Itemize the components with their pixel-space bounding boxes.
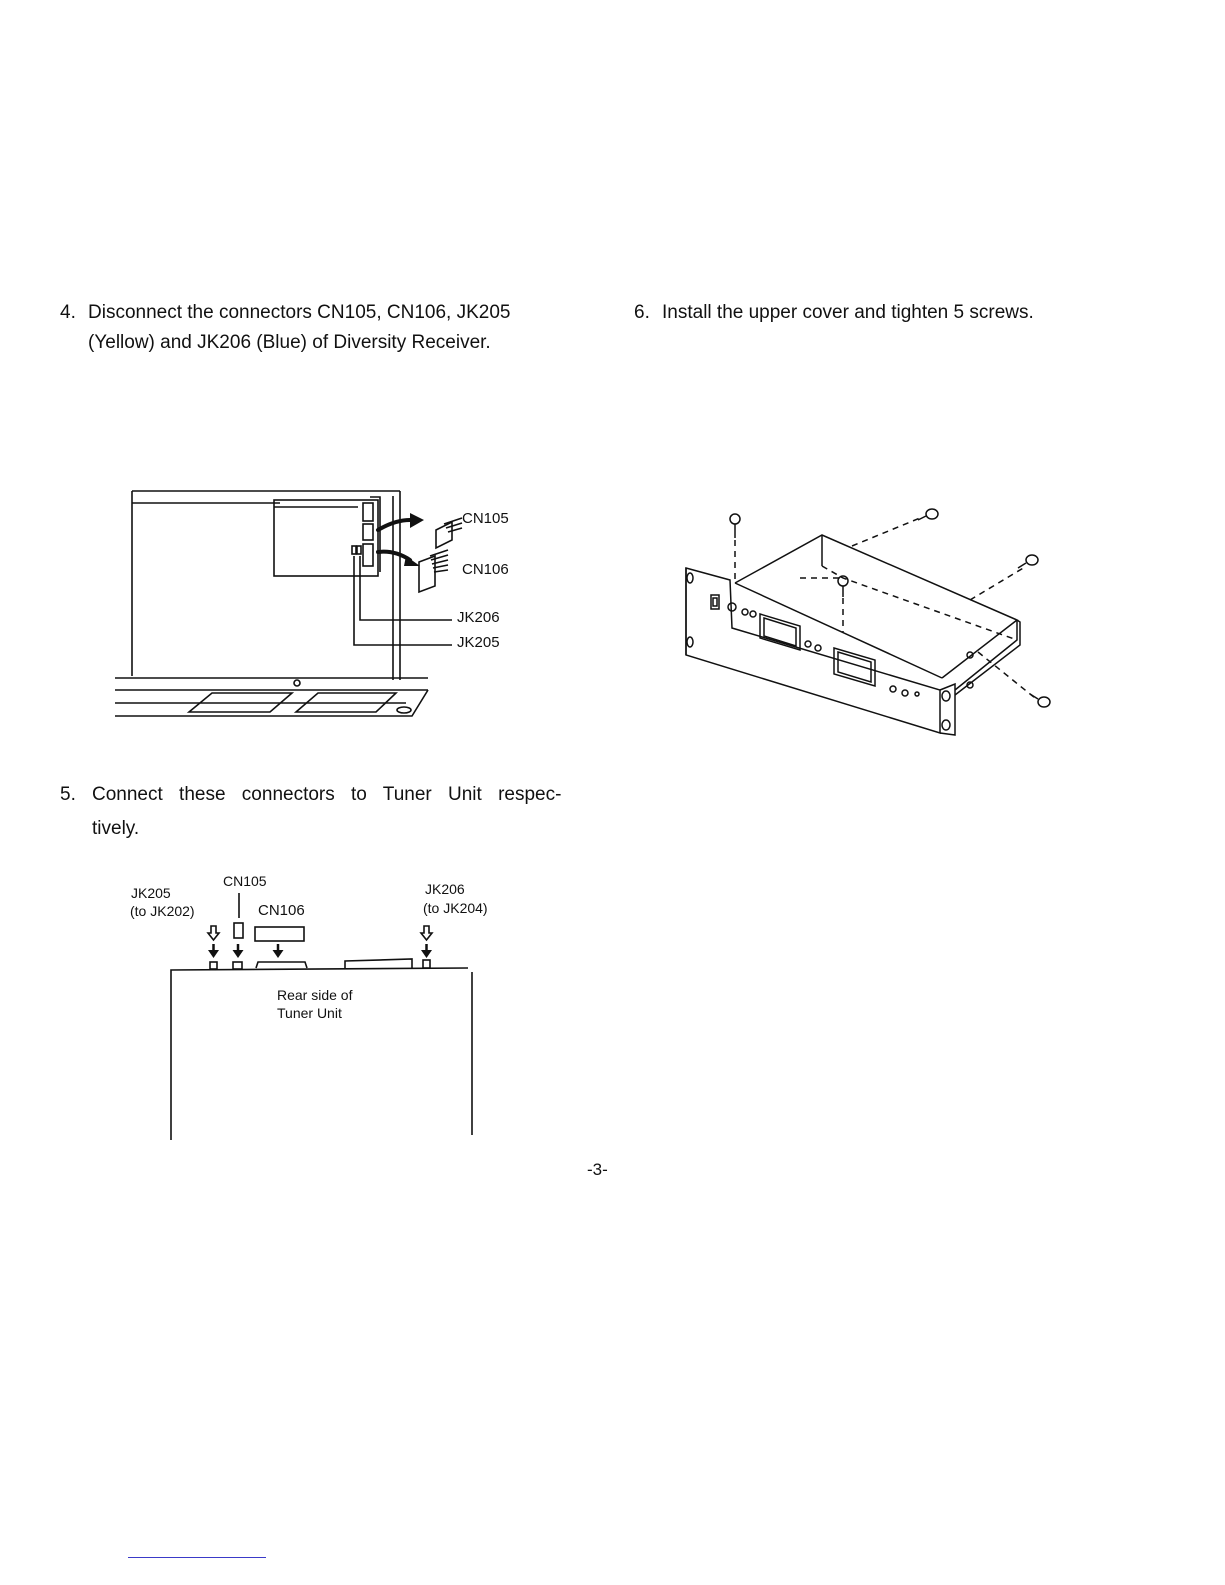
step-number: 4. <box>60 302 76 323</box>
label-jk205: JK205 <box>457 634 500 651</box>
label-cn106: CN106 <box>258 902 305 919</box>
step-6: 6. Install the upper cover and tighten 5… <box>634 299 1134 329</box>
step-text-line1: Disconnect the connectors CN105, CN106, … <box>88 302 511 323</box>
label-jk205-target: (to JK202) <box>130 903 195 919</box>
label-tuner-unit: Tuner Unit <box>277 1005 342 1021</box>
label-jk206-target: (to JK204) <box>423 900 488 916</box>
label-rear-side: Rear side of <box>277 987 353 1003</box>
step-5: 5. Connect these connectors to Tuner Uni… <box>60 781 600 841</box>
label-jk206: JK206 <box>425 881 465 897</box>
label-cn105: CN105 <box>223 873 267 889</box>
step-4: 4. Disconnect the connectors CN105, CN10… <box>60 299 600 359</box>
label-jk206: JK206 <box>457 609 500 626</box>
label-cn105: CN105 <box>462 510 509 527</box>
label-jk205: JK205 <box>131 885 171 901</box>
page-number: -3- <box>587 1160 608 1179</box>
step-number: 5. <box>60 784 76 805</box>
step-text-line2: tively. <box>92 818 140 839</box>
step-text-line1: Connect these connectors to Tuner Unit r… <box>92 784 562 805</box>
label-cn106: CN106 <box>462 561 509 578</box>
footer-divider <box>128 1557 266 1558</box>
step-text-line1: Install the upper cover and tighten 5 sc… <box>662 302 1034 323</box>
step-number: 6. <box>634 302 650 323</box>
step-text-line2: (Yellow) and JK206 (Blue) of Diversity R… <box>88 332 491 353</box>
